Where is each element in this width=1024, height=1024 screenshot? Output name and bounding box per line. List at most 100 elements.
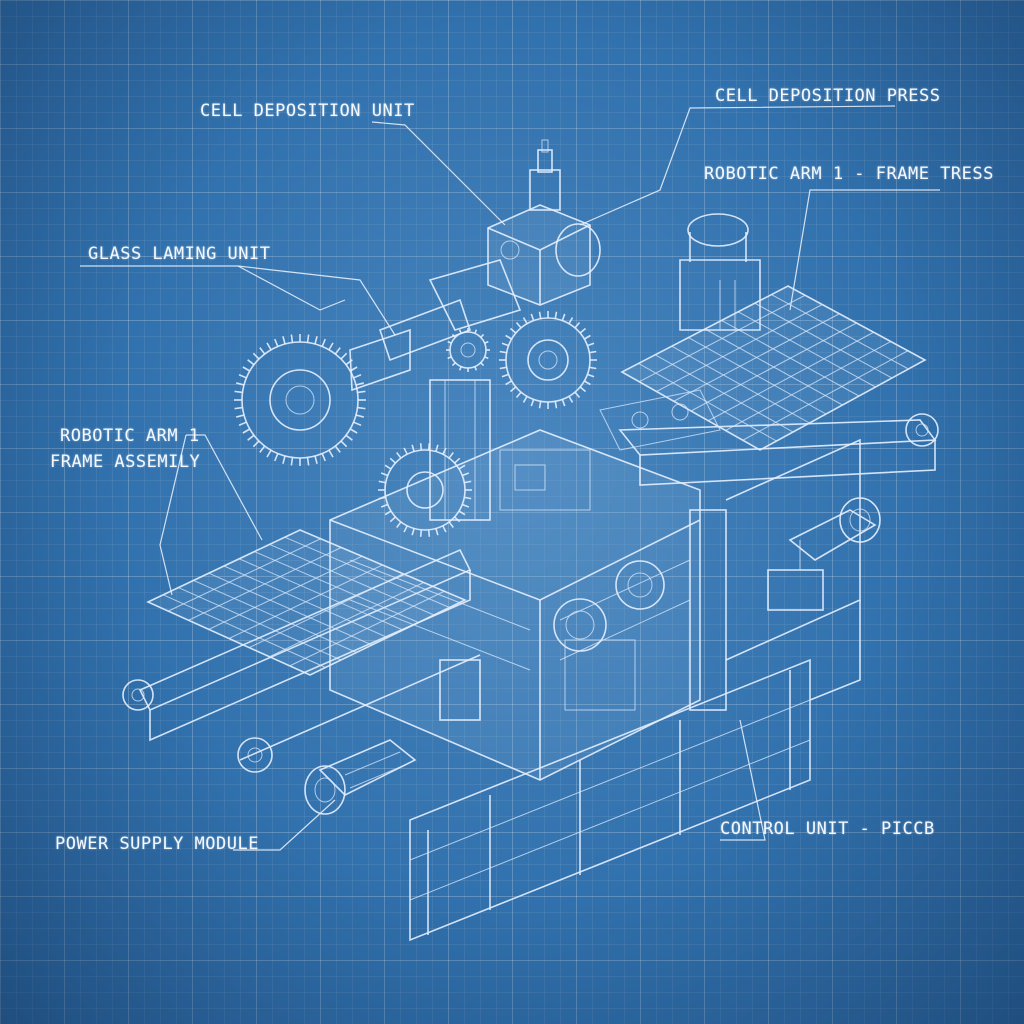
gear-tooth	[274, 338, 279, 347]
panel-grid-line	[708, 331, 874, 422]
panel-grid-line	[208, 555, 363, 630]
gear-tooth	[574, 391, 581, 399]
gear-tooth	[447, 356, 452, 360]
panel-grid-line	[249, 573, 404, 649]
gear-tooth	[587, 373, 595, 378]
gear-tooth	[340, 352, 348, 360]
gear-tooth	[458, 464, 466, 470]
gear-tooth	[242, 428, 251, 434]
gear-tooth	[259, 347, 266, 355]
gear-tooth	[484, 356, 489, 360]
gear-tooth	[396, 521, 402, 528]
gear-tooth	[266, 342, 272, 351]
gear-tooth	[554, 401, 558, 409]
left-solar-panel-grid	[162, 536, 450, 668]
gear-tooth	[509, 386, 517, 393]
gear-tooth	[474, 366, 478, 371]
gear-tooth	[442, 525, 447, 533]
gear-tooth	[554, 311, 558, 319]
gear-tooth	[579, 386, 587, 393]
label-power-supply-module: POWER SUPPLY MODULE	[55, 834, 259, 854]
gear-tooth	[499, 350, 507, 354]
gear-tooth	[589, 350, 597, 354]
gear-tooth	[499, 366, 507, 370]
gear-tooth	[384, 464, 392, 470]
panel-grid-line	[639, 294, 806, 383]
gear-tooth	[384, 510, 392, 516]
gear-tooth	[380, 503, 388, 508]
gear-tooth	[274, 453, 279, 462]
panel-grid-line	[690, 322, 857, 412]
gear-tooth	[568, 317, 574, 325]
right-solar-panel-grid	[638, 294, 909, 442]
gear-tooth	[282, 336, 286, 345]
gear-tooth	[515, 391, 522, 399]
panel-grid-line	[725, 341, 891, 431]
gear-tooth	[353, 421, 362, 426]
gear-tooth	[355, 382, 364, 386]
main-housing	[329, 429, 861, 781]
gear-tooth	[290, 457, 294, 466]
press-arm	[349, 259, 522, 521]
panel-grid-line	[673, 313, 840, 402]
gear-tooth	[389, 516, 396, 523]
gear-tooth	[561, 313, 566, 321]
gear-tooth	[349, 428, 358, 434]
gear-tooth	[314, 336, 318, 345]
gear-tooth	[522, 395, 528, 403]
gear-tooth	[579, 327, 587, 334]
gear-tooth	[464, 496, 472, 500]
gear-tooth	[334, 445, 341, 453]
gear-tooth	[427, 529, 431, 537]
gear-tooth	[357, 406, 366, 410]
gear-tooth	[435, 528, 439, 536]
gear-tooth	[321, 338, 326, 347]
gear-tooth	[530, 313, 535, 321]
gear-tooth	[290, 334, 294, 343]
gear-assembly	[234, 311, 597, 537]
gear-tooth	[515, 321, 522, 329]
leader-lines	[80, 105, 940, 851]
gear-tooth	[314, 455, 318, 464]
gear-tooth	[474, 329, 478, 334]
gear-tooth	[234, 406, 243, 410]
gear-tooth	[236, 414, 245, 418]
gear-tooth	[589, 366, 597, 370]
gear-tooth	[574, 321, 581, 329]
support-base	[409, 600, 861, 942]
gear-tooth	[462, 472, 470, 477]
gear-tooth	[252, 440, 260, 448]
gear-tooth	[583, 334, 591, 340]
gear-tooth	[505, 334, 513, 340]
gear-tooth	[355, 414, 364, 418]
gear-tooth	[259, 445, 266, 453]
gear-tooth	[583, 380, 591, 386]
gear-tooth	[378, 480, 386, 484]
label-robotic-arm-1: ROBOTIC ARM 1	[60, 426, 200, 446]
label-control-unit: CONTROL UNIT - PICCB	[720, 819, 935, 839]
gear-tooth	[419, 529, 423, 537]
gear-tooth	[501, 342, 509, 347]
internal-mechanism	[439, 389, 721, 721]
gear-tooth	[247, 434, 255, 441]
gear-tooth	[522, 317, 528, 325]
label-cell-deposition-unit: CELL DEPOSITION UNIT	[200, 101, 415, 121]
gear-tooth	[447, 340, 452, 344]
cell-deposition-press	[487, 139, 601, 306]
gear-tooth	[282, 455, 286, 464]
gear-tooth	[561, 399, 566, 407]
label-frame-assembly: FRAME ASSEMILY	[50, 452, 201, 472]
gear-tooth	[334, 347, 341, 355]
gear-tooth	[505, 380, 513, 386]
label-glass-laming-unit: GLASS LAMING UNIT	[88, 244, 271, 264]
robotic-arm-tower	[679, 213, 761, 331]
gear-tooth	[484, 340, 489, 344]
gear-tooth	[454, 457, 461, 464]
gear-tooth	[530, 399, 535, 407]
gear-tooth	[328, 342, 334, 351]
gear-tooth	[328, 449, 334, 458]
gear-tooth	[501, 373, 509, 378]
gear-tooth	[448, 452, 454, 459]
gear-tooth	[380, 472, 388, 477]
